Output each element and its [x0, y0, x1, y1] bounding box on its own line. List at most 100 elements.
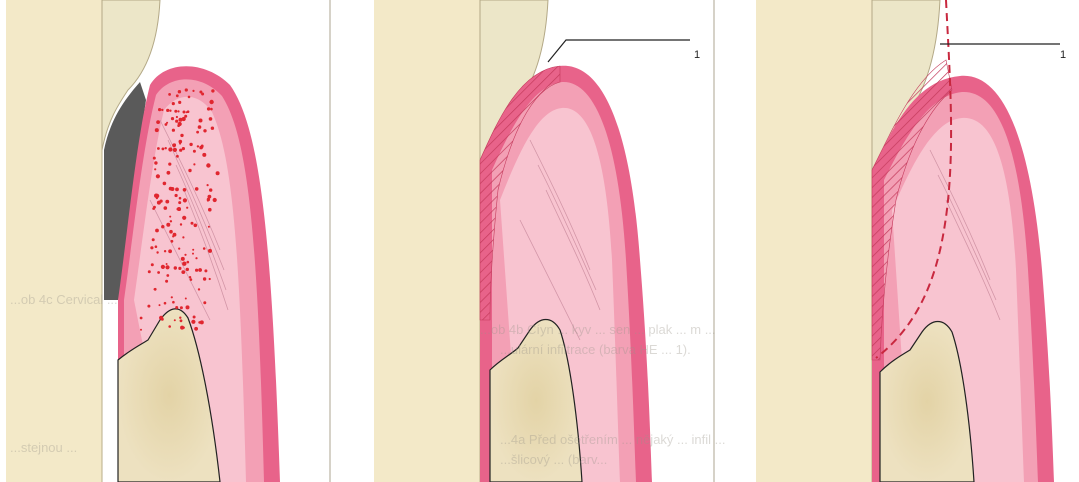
- inflammation-dot: [182, 262, 186, 266]
- inflammation-dot: [208, 195, 212, 199]
- inflammation-dot: [183, 198, 187, 202]
- inflammation-dot: [203, 247, 206, 250]
- inflammation-dot: [172, 301, 175, 304]
- inflammation-dot: [198, 125, 202, 129]
- inflammation-dot: [154, 288, 157, 291]
- inflammation-dot: [191, 320, 195, 324]
- inflammation-dot: [209, 278, 211, 280]
- inflammation-dot: [165, 280, 168, 283]
- inflammation-dot: [165, 200, 169, 204]
- inflammation-dot: [199, 119, 203, 123]
- inflammation-dot: [204, 269, 207, 272]
- inflammation-dot: [180, 306, 183, 309]
- inflammation-dot: [198, 288, 200, 290]
- label-panel-2: 1: [694, 50, 700, 61]
- inflammation-dot: [213, 198, 217, 202]
- inflammation-dot: [169, 110, 171, 112]
- inflammation-dot: [192, 90, 194, 92]
- inflammation-dot: [151, 263, 154, 266]
- inflammation-dot: [155, 229, 159, 233]
- inflammation-dot: [207, 199, 209, 201]
- inflammation-dot: [178, 248, 180, 250]
- inflammation-dot: [140, 329, 142, 331]
- inflammation-dot: [166, 274, 169, 277]
- inflammation-dot: [206, 163, 210, 167]
- inflammation-dot: [209, 188, 212, 191]
- inflammation-dot: [153, 206, 156, 209]
- inflammation-dot: [178, 267, 181, 270]
- inflammation-dot: [164, 250, 166, 252]
- inflammation-dot: [170, 220, 172, 222]
- inflammation-dot: [197, 145, 199, 147]
- inflammation-dot: [211, 127, 214, 130]
- bleed-text-line: ...4a Před ošetřením ... nějaký ... infi…: [500, 432, 725, 447]
- inflammation-dot: [174, 266, 177, 269]
- inflammation-dot: [166, 109, 169, 112]
- inflammation-dot: [150, 246, 153, 249]
- inflammation-dot: [158, 108, 161, 111]
- inflammation-dot: [176, 155, 179, 158]
- inflammation-dot: [159, 316, 163, 320]
- inflammation-dot: [203, 129, 206, 132]
- inflammation-dot: [181, 270, 185, 274]
- inflammation-dot: [156, 251, 158, 253]
- inflammation-dot: [176, 116, 178, 118]
- inflammation-dot: [189, 276, 191, 278]
- inflammation-dot: [153, 157, 156, 160]
- inflammation-dot: [195, 187, 199, 191]
- inflammation-dot: [194, 224, 198, 228]
- inflammation-dot: [179, 317, 181, 319]
- inflammation-dot: [168, 93, 171, 96]
- inflammation-dot: [157, 147, 160, 150]
- inflammation-dot: [182, 216, 186, 220]
- inflammation-dot: [168, 163, 171, 166]
- inflammation-dot: [174, 110, 177, 113]
- inflammation-dot: [180, 319, 183, 322]
- inflammation-dot: [178, 90, 181, 93]
- inflammation-dot: [168, 147, 172, 151]
- inflammation-dot: [165, 147, 167, 149]
- inflammation-dot: [202, 153, 206, 157]
- inflammation-dot: [179, 197, 182, 200]
- inflammation-dot: [165, 123, 168, 126]
- inflammation-dot: [156, 120, 160, 124]
- inflammation-dot: [154, 168, 156, 170]
- inflammation-dot: [162, 148, 165, 151]
- inflammation-dot: [186, 268, 189, 271]
- inflammation-dot: [170, 187, 174, 191]
- inflammation-dot: [161, 109, 163, 111]
- inflammation-dot: [210, 108, 213, 111]
- inflammation-dot: [155, 128, 159, 132]
- inflammation-dot: [192, 253, 194, 255]
- inflammation-dot: [187, 261, 190, 264]
- inflammation-dot: [171, 240, 174, 243]
- inflammation-dot: [165, 265, 169, 269]
- tooth-root-left-3: [756, 0, 872, 482]
- inflammation-dot: [180, 134, 183, 137]
- inflammation-dot: [194, 327, 198, 331]
- bleed-text-line: ...ulární infiltrace (barva HE ... 1).: [500, 342, 691, 357]
- inflammation-dot: [192, 249, 194, 251]
- inflammation-dot: [189, 143, 192, 146]
- inflammation-dot: [183, 188, 187, 192]
- inflammation-dot: [184, 115, 187, 118]
- inflammation-dot: [193, 163, 195, 165]
- inflammation-dot: [182, 236, 184, 238]
- inflammation-dot: [195, 269, 198, 272]
- inflammation-dot: [178, 208, 181, 211]
- inflammation-dot: [196, 131, 199, 134]
- inflammation-dot: [209, 117, 213, 121]
- inflammation-dot: [167, 171, 171, 175]
- inflammation-dot: [207, 107, 210, 110]
- inflammation-dot: [154, 194, 158, 198]
- inflammation-dot: [148, 270, 151, 273]
- inflammation-dot: [175, 194, 178, 197]
- inflammation-dot: [186, 111, 188, 113]
- inflammation-dot: [154, 161, 157, 164]
- inflammation-dot: [201, 93, 204, 96]
- inflammation-dot: [179, 118, 183, 122]
- inflammation-dot: [172, 129, 175, 132]
- inflammation-dot: [175, 306, 178, 309]
- inflammation-dot: [193, 316, 196, 319]
